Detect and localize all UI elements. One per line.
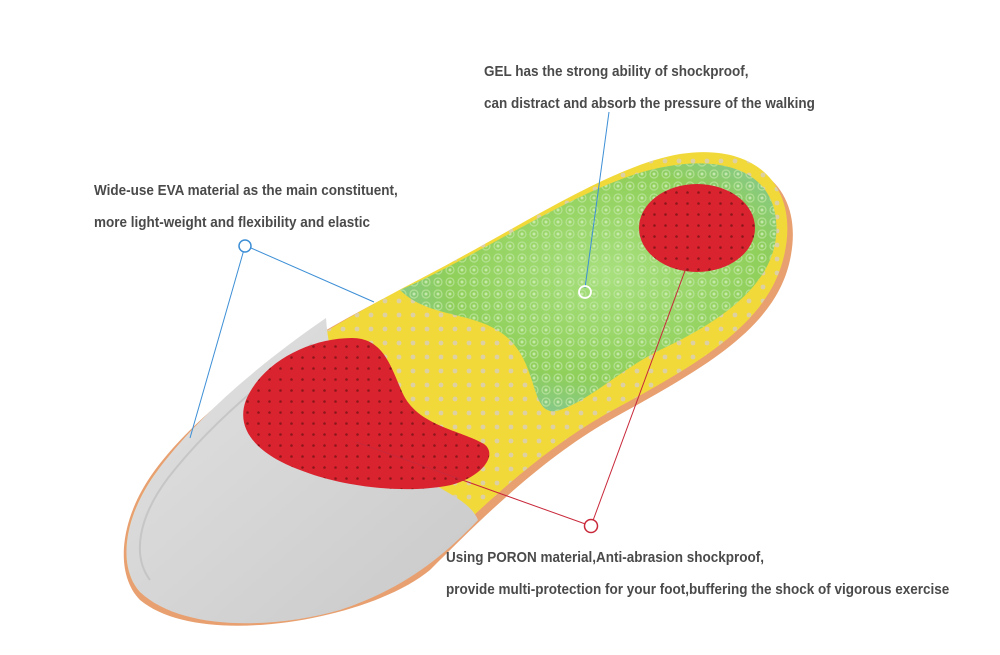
eva-callout-line-2: more light-weight and flexibility and el… <box>94 214 371 231</box>
gel-callout: GEL has the strong ability of shockproof… <box>484 56 815 120</box>
gel-pointer-dot <box>578 285 592 299</box>
eva-pointer-line <box>250 247 375 303</box>
gel-pointer-line <box>584 111 610 289</box>
poron-callout: Using PORON material,Anti-abrasion shock… <box>446 542 949 606</box>
eva-callout: Wide-use EVA material as the main consti… <box>94 175 398 239</box>
eva-pointer-dot <box>238 239 252 253</box>
eva-pointer-line <box>189 245 246 439</box>
gel-callout-line-1: GEL has the strong ability of shockproof… <box>484 63 749 80</box>
poron-pointer-line <box>355 441 592 527</box>
poron-callout-line-2: provide multi-protection for your foot,b… <box>446 581 950 598</box>
poron-pointer-dot <box>583 518 599 534</box>
poron-pointer-line <box>590 267 687 527</box>
poron-callout-line-1: Using PORON material,Anti-abrasion shock… <box>446 549 765 566</box>
eva-callout-line-1: Wide-use EVA material as the main consti… <box>94 182 398 199</box>
gel-callout-line-2: can distract and absorb the pressure of … <box>484 95 815 112</box>
